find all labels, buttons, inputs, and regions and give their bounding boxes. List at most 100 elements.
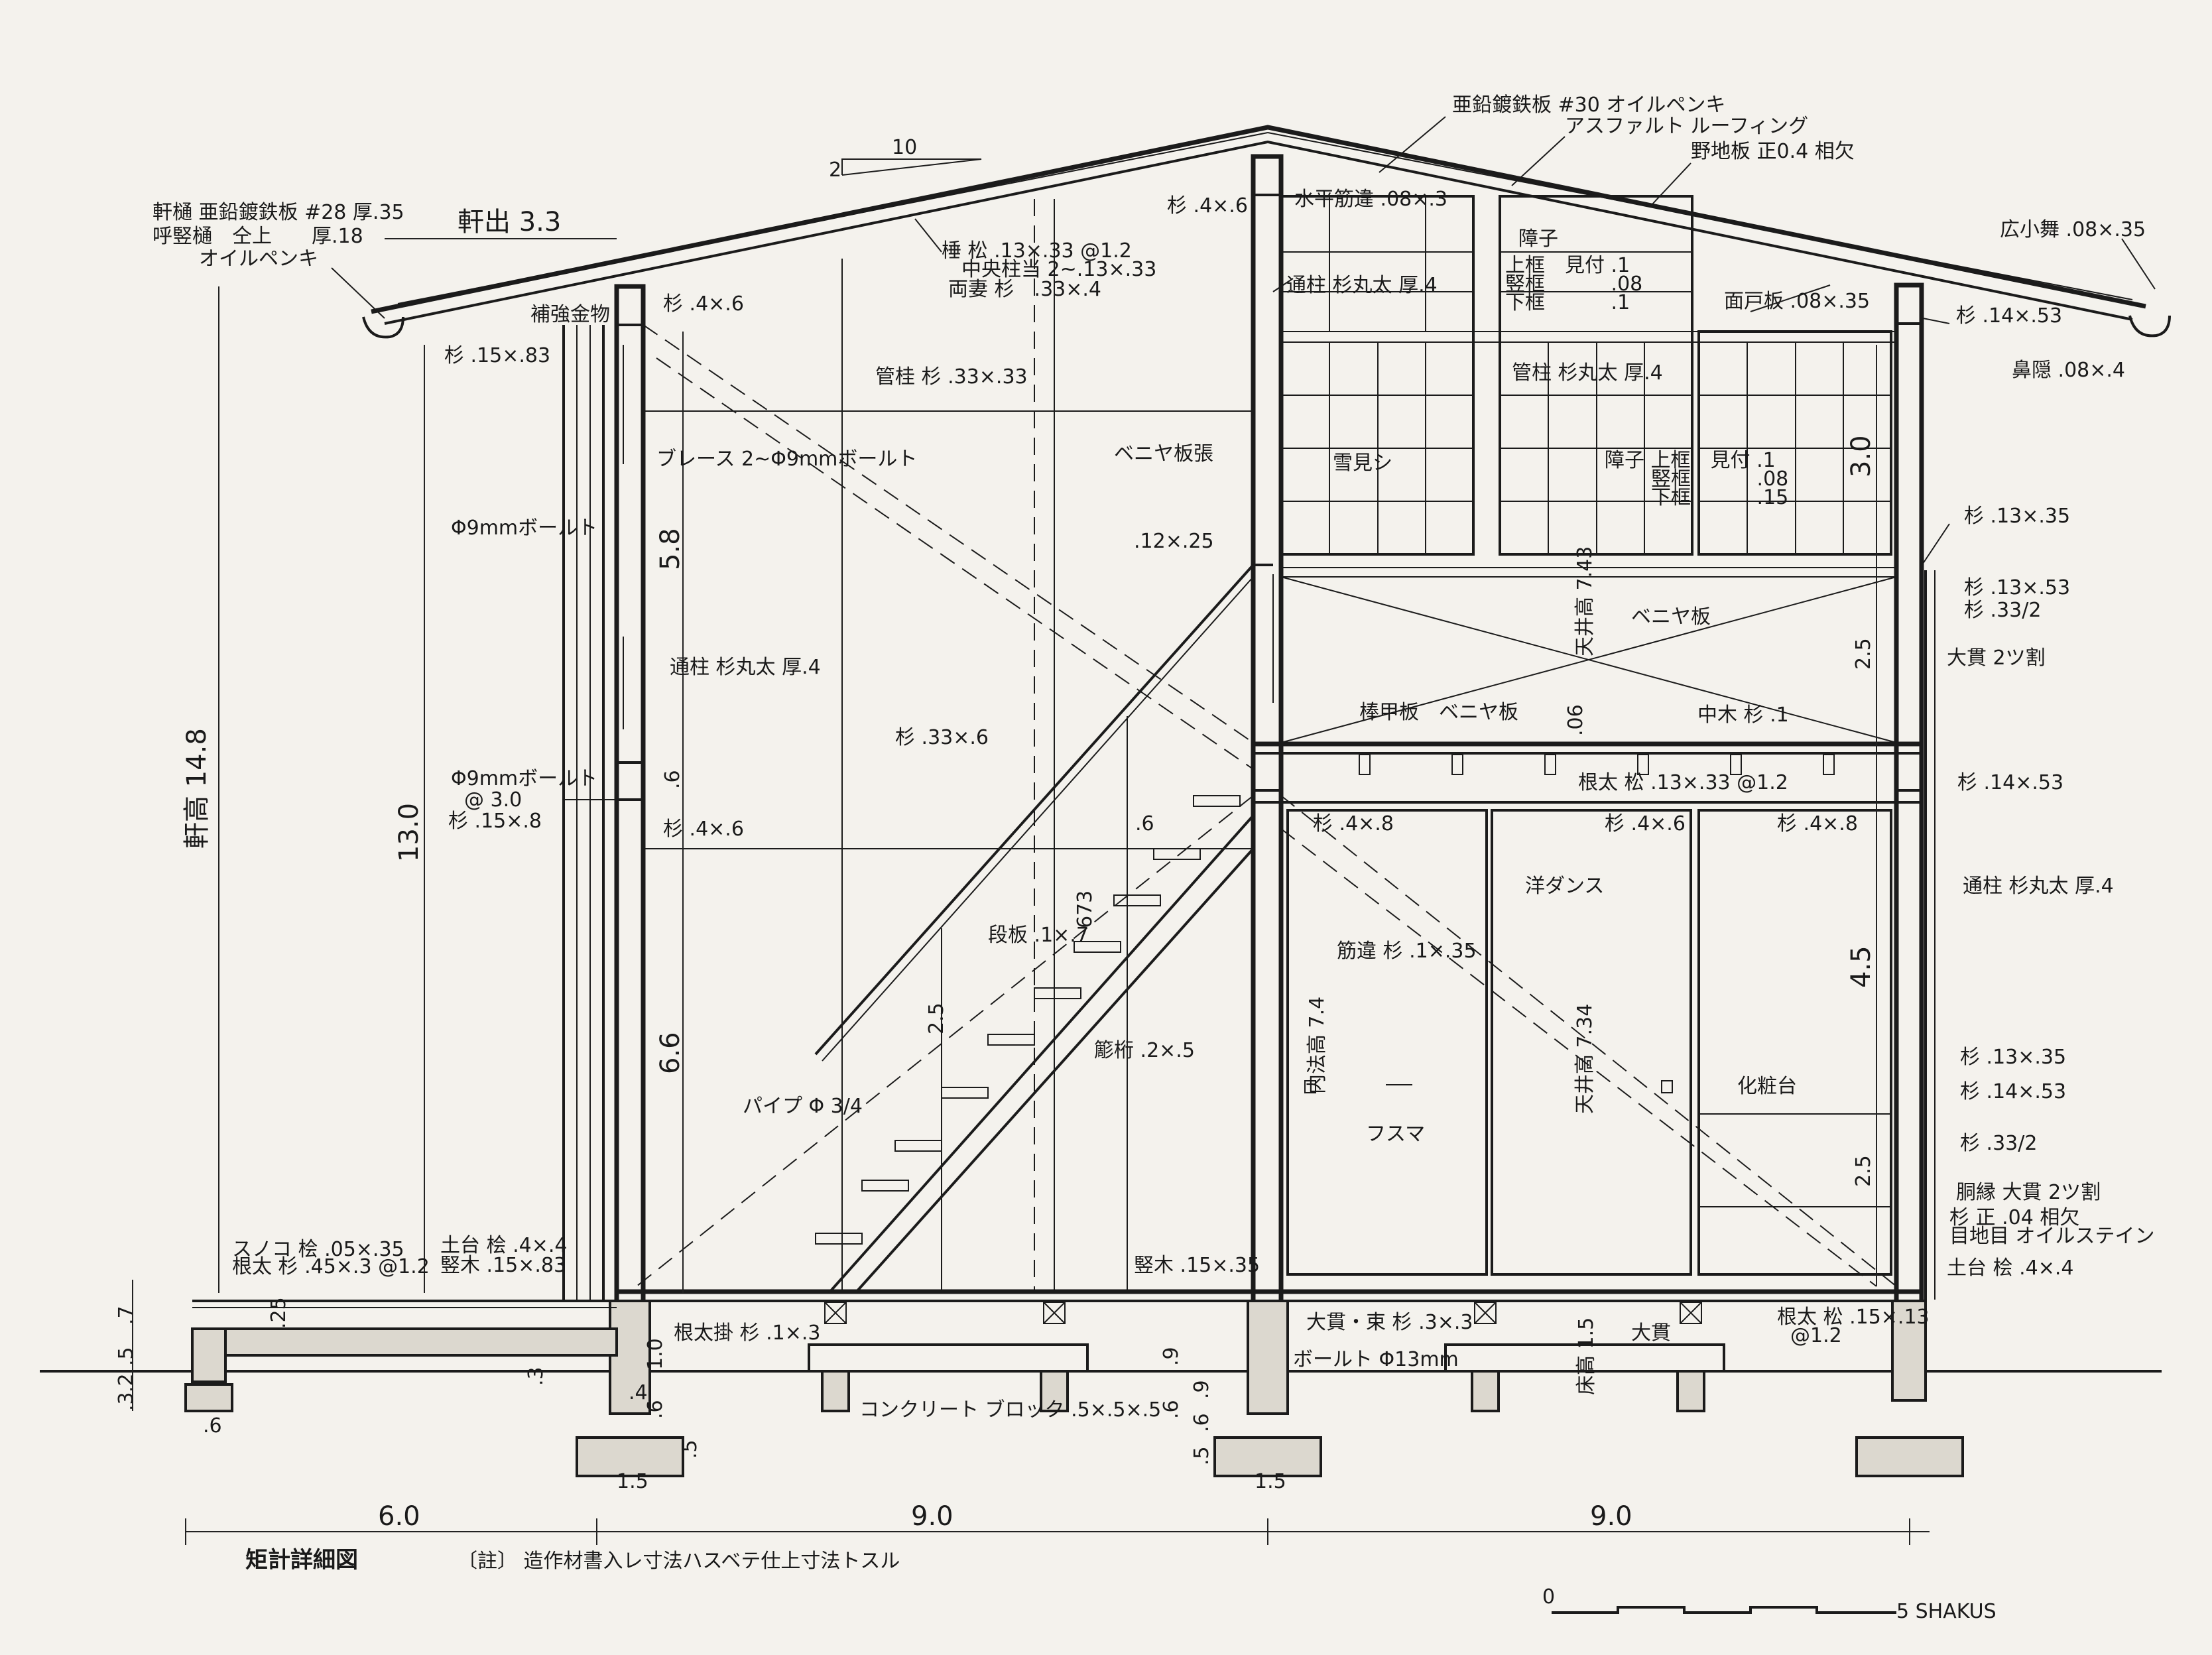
- label-post4: 竪木 .15×.35: [1134, 1254, 1260, 1277]
- dim-f4: .4: [629, 1381, 648, 1404]
- dim-f3b: .3: [524, 1367, 548, 1386]
- left-gutter: [362, 316, 404, 339]
- dim-f2: .2: [115, 1373, 138, 1392]
- label-roof1: 亜鉛鍍鉄板 #30 オイルペンキ: [1452, 93, 1725, 117]
- member-labels: 亜鉛鍍鉄板 #30 オイルペンキ アスファルト ルーフィング 野地板 正0.4 …: [153, 93, 2155, 1422]
- dim-f5: .5: [115, 1347, 138, 1366]
- upper-windows: [1280, 195, 1896, 578]
- dim-ceil-734: 天井高 7.34: [1573, 1004, 1597, 1114]
- slope-indicator: 10 2: [829, 136, 982, 182]
- label-sugi1335: 杉 .13×.35: [1964, 505, 2070, 528]
- dim-25b: 2.5: [1852, 1155, 1875, 1187]
- slope-run: 10: [892, 136, 917, 159]
- label-joist2: 根太 松 .13×.33 @1.2: [1578, 771, 1788, 794]
- dim-25a: 2.5: [1852, 638, 1875, 670]
- label-rafter2: 中央柱当 2~.13×.33: [961, 258, 1156, 281]
- label-sugi1583: 杉 .15×.83: [444, 344, 550, 367]
- drawing-note: 〔註〕 造作材書入レ寸法ハスベテ仕上寸法トスル: [458, 1550, 900, 1573]
- dim-ceil-74: 内法高 7.4: [1306, 997, 1329, 1094]
- label-step1: 段板 .1×.7: [988, 924, 1089, 947]
- label-suko: スノコ 桧 .05×.35: [232, 1238, 404, 1261]
- label-veneer2: ベニヤ板: [1631, 605, 1711, 629]
- dim-f15: 1.5: [617, 1470, 648, 1493]
- label-purlin: 管桂 杉 .33×.33: [875, 365, 1028, 389]
- dim-stair-9: .9: [1160, 1347, 1183, 1366]
- label-roof3: 野地板 正0.4 相欠: [1691, 140, 1855, 163]
- scale-bar: 0 5 SHAKUS: [1542, 1585, 1997, 1623]
- label-hanakaku: 鼻隠 .08×.4: [2012, 359, 2125, 382]
- dim-w90b: 9.0: [1590, 1501, 1632, 1532]
- foundations: [184, 1300, 1964, 1477]
- label-sugi1225: .12×.25: [1134, 530, 1214, 553]
- label-brace: ブレース 2~Φ9mmボールト: [656, 448, 917, 471]
- label-sugi1453b: 杉 .14×.53: [1957, 771, 2063, 794]
- dim-673: 673: [1074, 890, 1097, 928]
- dim-c9: .9: [1190, 1380, 1213, 1399]
- label-shoji5: 障子 上框 見付 .1: [1605, 449, 1776, 472]
- slope-rise: 2: [829, 158, 841, 182]
- label-floor2: ベニヤ板: [1439, 701, 1518, 724]
- label-brace2: 筋違 杉 .1×.35: [1337, 940, 1477, 963]
- dim-eave-height: 軒高 14.8: [182, 728, 212, 849]
- dim-f7: .7: [115, 1306, 138, 1325]
- label-gable2: 通柱 杉丸太 厚.4: [1286, 274, 1438, 297]
- label-sill2: 竪木 .15×.83: [440, 1254, 566, 1277]
- label-rafter3: 両妻 杉 .33×.4: [948, 278, 1101, 301]
- label-rafter1: 棰 松 .13×.33 @1.2: [942, 239, 1132, 263]
- label-sugi332: 杉 .33/2: [1964, 599, 2041, 622]
- label-snow: 雪見シ: [1333, 452, 1392, 475]
- roof: [362, 125, 2171, 339]
- label-vanity: 化粧台: [1737, 1075, 1797, 1098]
- lower-doors: [1286, 809, 1892, 1276]
- label-sill1: 土台 桧 .4×.4: [440, 1234, 567, 1257]
- dim-c6: .6: [1190, 1413, 1213, 1432]
- dim-45: 4.5: [1846, 946, 1876, 988]
- label-gutter3: オイルペンキ: [199, 247, 318, 271]
- dim-w60: 6.0: [378, 1501, 420, 1532]
- label-nuki1: 大貫 2ツ割: [1947, 646, 2046, 670]
- label-nuki4: 大貫: [1631, 1321, 1671, 1345]
- drawing-title: 矩計詳細図: [245, 1547, 358, 1573]
- dim-f10: 1.0: [644, 1338, 667, 1370]
- label-post3: 通柱 杉丸太 厚.4: [1963, 875, 2114, 898]
- dim-floor-15: 床高 1.5: [1575, 1318, 1598, 1395]
- dim-w90a: 9.0: [911, 1501, 953, 1532]
- label-sill3: 土台 桧 .4×.4: [1947, 1257, 2073, 1280]
- label-pipe: パイプ Φ 3/4: [743, 1095, 863, 1118]
- label-sugi1353: 杉 .13×.53: [1964, 576, 2070, 599]
- label-paint: 目地目 オイルステイン: [1949, 1225, 2155, 1248]
- label-bolt9b: Φ9mmボールト: [451, 767, 597, 790]
- dim-25c: 2.5: [925, 1003, 948, 1034]
- braces: [636, 199, 1897, 1292]
- label-shoji1: 障子: [1518, 227, 1558, 251]
- label-bolt9: Φ9mmボールト: [451, 517, 597, 540]
- dim-f5b: .5: [678, 1440, 702, 1459]
- posts: [562, 154, 1936, 1310]
- label-joistr: 根太掛 杉 .1×.3: [674, 1321, 820, 1345]
- label-sugi04: 杉 正 .04 相欠: [1949, 1206, 2079, 1229]
- label-sugi46a: 杉 .4×.6: [663, 292, 744, 316]
- label-shoji7: 下框 .15: [1651, 486, 1788, 509]
- dim-c15: 1.5: [1255, 1470, 1286, 1493]
- dimension-lines: [132, 238, 1930, 1545]
- label-post2: 管柱 杉丸太 厚.4: [1512, 361, 1663, 385]
- label-at30: @ 3.0: [464, 788, 522, 812]
- dim-13: 13.0: [394, 803, 424, 862]
- label-joist1: 根太 杉 .45×.3 @1.2: [232, 1255, 430, 1278]
- label-stringer: 簓桁 .2×.5: [1094, 1039, 1195, 1062]
- dim-6s: .6: [1135, 812, 1154, 835]
- label-post1: 通柱 杉丸太 厚.4: [670, 656, 821, 679]
- dim-f6b: .6: [644, 1400, 667, 1419]
- dim-58: 5.8: [655, 528, 686, 570]
- label-sugi336: 杉 .33×.6: [895, 726, 989, 749]
- label-gutter2: 呼竪樋 仝上 厚.18: [153, 225, 363, 248]
- dim-f6: .6: [203, 1414, 222, 1438]
- leader-lines: [331, 116, 2156, 564]
- label-chu: 中木 杉 .1: [1697, 704, 1789, 727]
- dimension-texts: 軒出 3.3 軒高 14.8 13.0 5.8 6.6 .6 3.0 2.5 4…: [115, 207, 1876, 1532]
- label-sugi48a: 杉 .4×.8: [1313, 812, 1394, 835]
- label-gutter1: 軒樋 亜鉛鍍鉄板 #28 厚.35: [153, 201, 404, 224]
- label-sugi46c: 杉 .4×.6: [663, 818, 744, 841]
- label-shoji6: 竪框 .08: [1651, 467, 1788, 491]
